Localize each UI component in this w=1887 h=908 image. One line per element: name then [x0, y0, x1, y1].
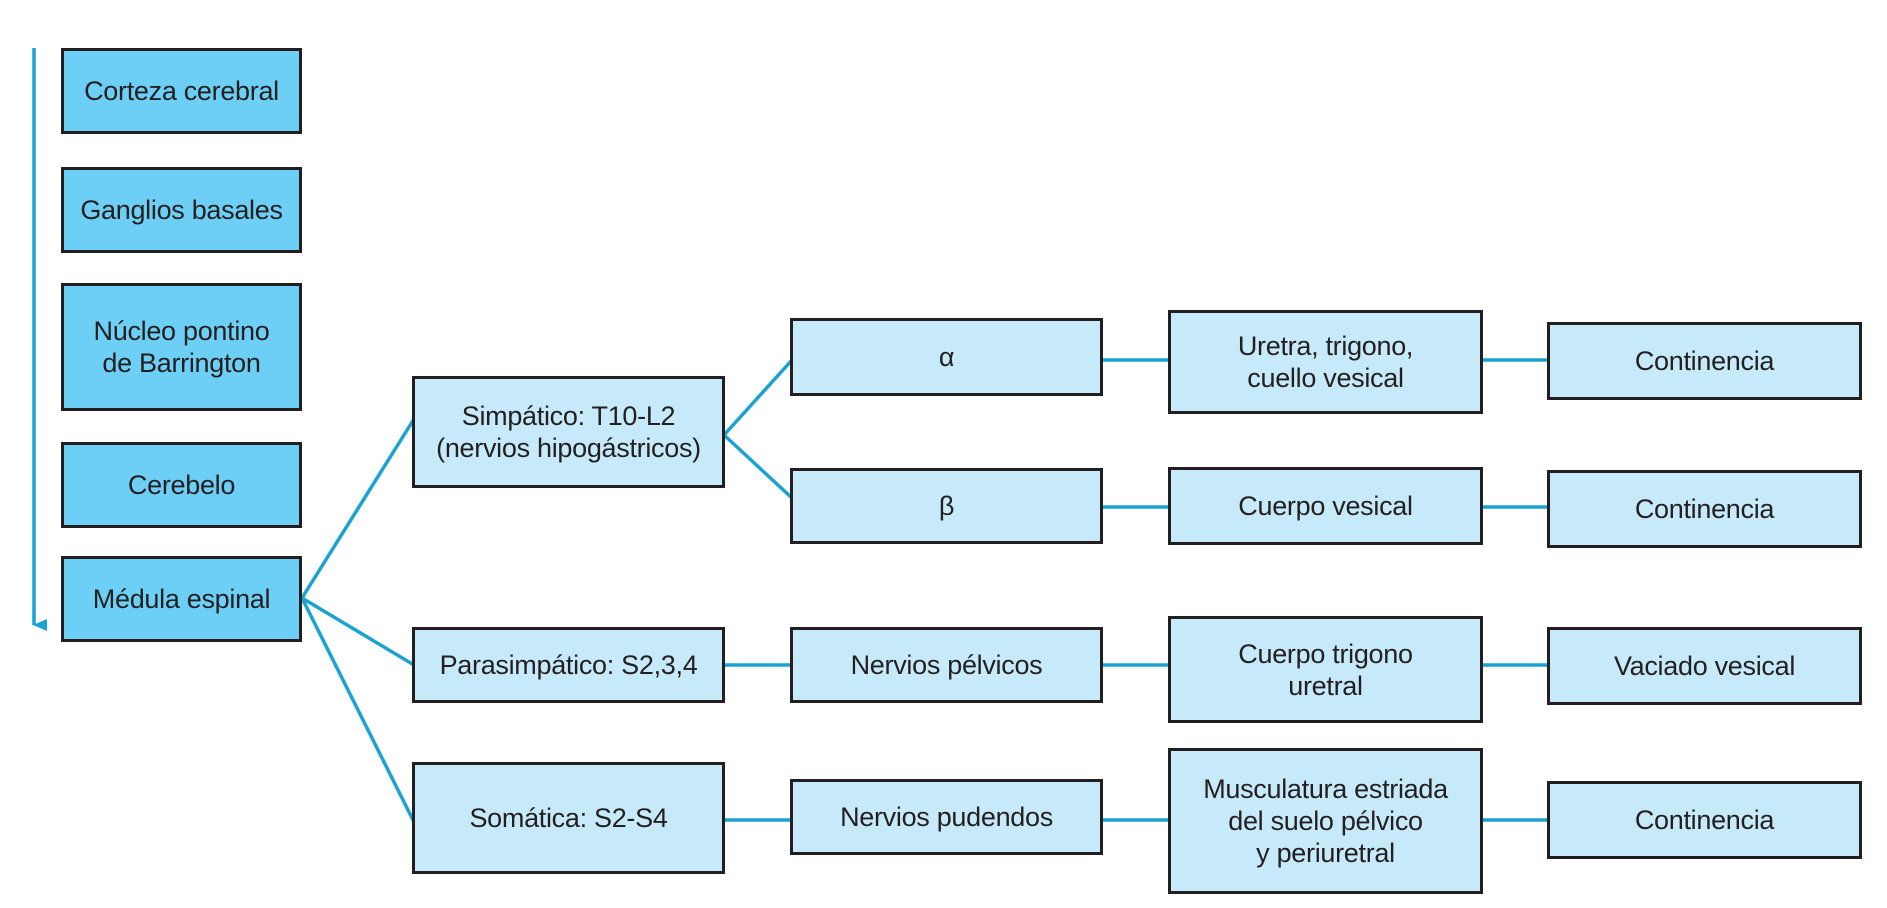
box-medula-espinal: Médula espinal: [61, 556, 302, 642]
box-vaciado-vesical: Vaciado vesical: [1547, 627, 1862, 705]
box-continencia-beta: Continencia: [1547, 470, 1862, 548]
box-parasimpatico: Parasimpático: S2,3,4: [412, 627, 725, 703]
link-simpatico-beta: [722, 433, 794, 500]
box-corteza-cerebral: Corteza cerebral: [61, 48, 302, 134]
box-musculatura-estriada: Musculatura estriada del suelo pélvico y…: [1168, 748, 1483, 894]
box-cerebelo: Cerebelo: [61, 442, 302, 528]
link-medula-somatica: [300, 597, 416, 823]
box-continencia-soma: Continencia: [1547, 781, 1862, 859]
box-nervios-pelvicos: Nervios pélvicos: [790, 627, 1103, 703]
link-medula-simpatico: [300, 418, 416, 599]
box-alpha: α: [790, 318, 1103, 396]
link-simpatico-alpha: [722, 358, 794, 437]
box-nervios-pudendos: Nervios pudendos: [790, 779, 1103, 855]
box-somatica: Somática: S2-S4: [412, 762, 725, 874]
box-ganglios-basales: Ganglios basales: [61, 167, 302, 253]
box-simpatico: Simpático: T10-L2 (nervios hipogástricos…: [412, 376, 725, 488]
box-uretra-trigono: Uretra, trigono, cuello vesical: [1168, 310, 1483, 414]
box-continencia-alpha: Continencia: [1547, 322, 1862, 400]
box-beta: β: [790, 468, 1103, 544]
box-cuerpo-vesical: Cuerpo vesical: [1168, 467, 1483, 545]
box-nucleo-pontino: Núcleo pontino de Barrington: [61, 283, 302, 411]
link-medula-parasimpatico: [301, 596, 415, 667]
box-cuerpo-trigono: Cuerpo trigono uretral: [1168, 616, 1483, 723]
